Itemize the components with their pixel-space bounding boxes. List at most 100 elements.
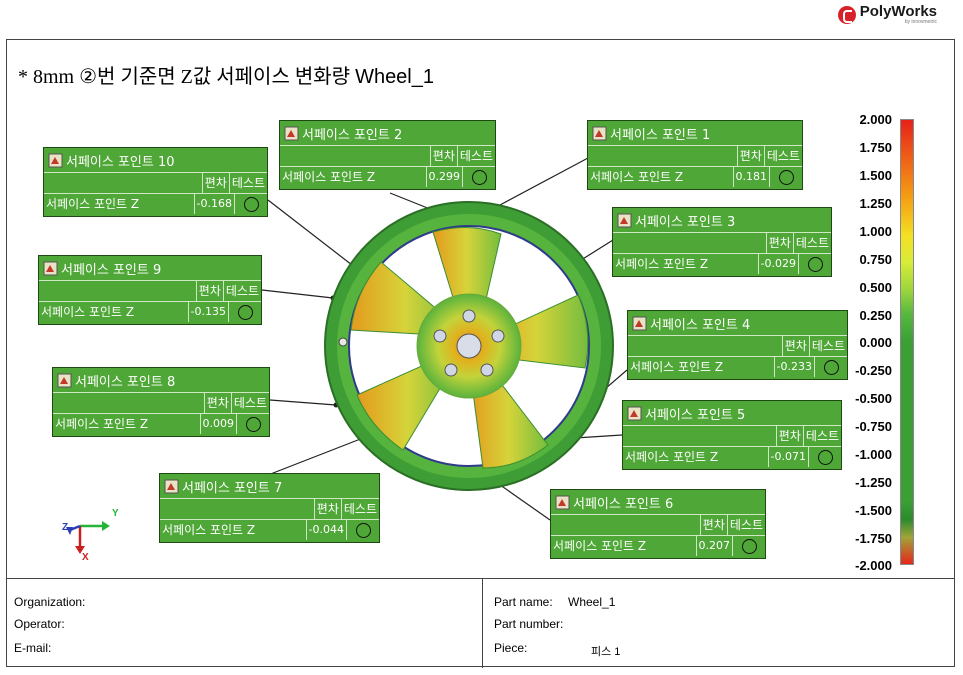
part-number-label: Part number: [494,617,564,631]
wheel-3d-model[interactable] [323,200,615,492]
test-pass-icon [463,169,495,185]
deviation-value: -0.233 [775,357,815,377]
logo-name: PolyWorks [859,3,937,20]
test-pass-icon [799,256,831,272]
test-pass-icon [229,304,261,320]
column-deviation: 편차 [775,426,803,446]
annotation-name: 서페이스 포인트 3 [635,214,736,230]
annotation-name: 서페이스 포인트 1 [610,127,711,143]
column-deviation: 편차 [429,146,457,166]
deviation-value: 0.207 [697,536,733,556]
title-main: * 8mm ②번 기준면 Z값 서페이스 변화량 [18,66,356,88]
measurement-label: 서페이스 포인트 Z [280,167,427,187]
axis-triad: Y Z X [62,508,119,563]
column-deviation: 편차 [781,336,809,356]
measurement-label: 서페이스 포인트 Z [628,357,775,377]
report-info-footer: Organization: Operator: E-mail: Part nam… [6,578,955,668]
surface-point-icon [57,373,72,388]
deviation-value: -0.071 [769,447,809,467]
surface-point-icon [592,126,607,141]
column-test: 테스트 [802,426,841,446]
annotation-name: 서페이스 포인트 10 [66,154,175,170]
deviation-value: 0.299 [427,167,463,187]
column-test: 테스트 [726,515,765,535]
email-label: E-mail: [14,641,52,655]
leader-line-7 [267,437,364,476]
wheel-center-bore [456,333,482,359]
polyworks-logo: PolyWorks by innovmetric [837,3,937,25]
column-test: 테스트 [230,393,269,413]
measurement-label: 서페이스 포인트 Z [39,302,189,322]
column-deviation: 편차 [765,233,793,253]
deviation-value: -0.135 [189,302,229,322]
axis-x-label: X [82,552,89,563]
wheel-lug-hole [480,363,494,377]
part-name-label: Part name: [494,595,553,609]
leader-line-9 [261,289,334,299]
scale-tick: -0.750 [855,419,892,434]
title-part: Wheel_1 [355,66,434,88]
measurement-label: 서페이스 포인트 Z [53,414,201,434]
measurement-label: 서페이스 포인트 Z [44,194,195,214]
scale-tick: -0.500 [855,391,892,406]
deviation-value: -0.168 [195,194,235,214]
column-deviation: 편차 [313,499,341,519]
report-frame [6,39,955,667]
test-pass-icon [237,416,269,432]
leader-line-10 [267,199,353,266]
scale-tick: -2.000 [855,558,892,573]
annotation-name: 서페이스 포인트 6 [573,496,674,512]
measurement-label: 서페이스 포인트 Z [588,167,734,187]
scale-tick: -1.500 [855,503,892,518]
scale-tick: 1.500 [859,168,892,183]
color-scale-bar [900,119,914,565]
wheel-lug-holes [433,309,505,377]
axis-y-label: Y [112,508,119,519]
annotation-name: 서페이스 포인트 8 [75,374,176,390]
surface-point-icon [617,213,632,228]
column-test: 테스트 [792,233,831,253]
polyworks-logo-icon [837,6,856,24]
scale-tick: 1.750 [859,140,892,155]
scale-tick: -1.750 [855,531,892,546]
annotation-name: 서페이스 포인트 5 [645,407,746,423]
scale-tick: 0.750 [859,252,892,267]
axis-z-label: Z [62,522,68,533]
deviation-value: -0.044 [307,520,347,540]
surface-point-icon [164,479,179,494]
measurement-label: 서페이스 포인트 Z [613,254,759,274]
scale-tick: 0.250 [859,308,892,323]
wheel-valve-hole [338,337,348,347]
annotation-name: 서페이스 포인트 4 [650,317,751,333]
deviation-value: 0.009 [201,414,237,434]
scale-tick: 0.000 [859,335,892,350]
surface-point-icon [627,406,642,421]
test-pass-icon [809,449,841,465]
column-deviation: 편차 [201,173,229,193]
annotation-name: 서페이스 포인트 2 [302,127,403,143]
scale-tick: 1.000 [859,224,892,239]
measurement-label: 서페이스 포인트 Z [160,520,307,540]
annotation-name: 서페이스 포인트 7 [182,480,283,496]
measurement-label: 서페이스 포인트 Z [623,447,769,467]
scale-tick: 1.250 [859,196,892,211]
column-deviation: 편차 [203,393,231,413]
annotation-name: 서페이스 포인트 9 [61,262,162,278]
wheel-lug-hole [462,309,476,323]
organization-label: Organization: [14,595,86,609]
deviation-value: -0.029 [759,254,799,274]
wheel-lug-hole [433,329,447,343]
test-pass-icon [733,538,765,554]
surface-point-icon [48,153,63,168]
measurement-label: 서페이스 포인트 Z [551,536,697,556]
